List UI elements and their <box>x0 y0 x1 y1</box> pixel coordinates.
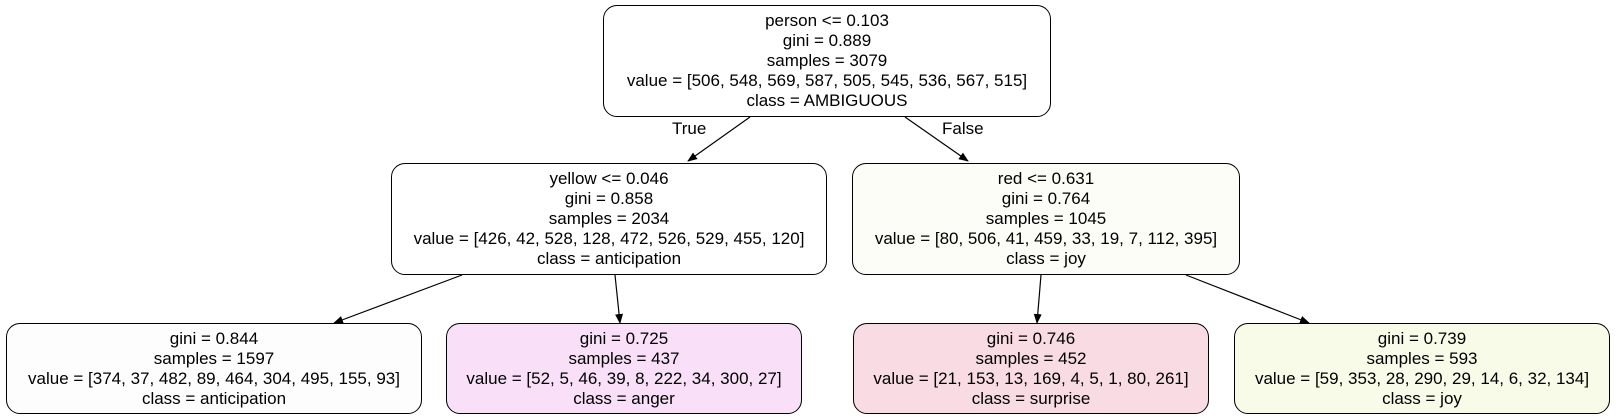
edge-label-true: True <box>672 119 707 138</box>
node-split-condition: yellow <= 0.046 <box>549 169 669 188</box>
node-class: class = anticipation <box>141 388 287 408</box>
node-samples: samples = 3079 <box>766 51 888 70</box>
edge-left-leaf-1 <box>333 274 463 324</box>
tree-node-root: person <= 0.103 gini = 0.889 samples = 3… <box>603 5 1051 117</box>
node-class: class = surprise <box>971 388 1091 408</box>
tree-node-leaf-4: gini = 0.739 samples = 593 value = [59, … <box>1234 323 1610 414</box>
node-gini: gini = 0.889 <box>782 31 872 50</box>
tree-node-leaf-2: gini = 0.725 samples = 437 value = [52, … <box>446 323 802 414</box>
node-class: class = joy <box>1382 388 1462 408</box>
tree-node-leaf-3: gini = 0.746 samples = 452 value = [21, … <box>853 323 1209 414</box>
node-gini: gini = 0.844 <box>169 328 259 348</box>
node-samples: samples = 593 <box>1366 348 1478 368</box>
node-gini: gini = 0.858 <box>564 189 654 208</box>
tree-node-left: yellow <= 0.046 gini = 0.858 samples = 2… <box>391 163 827 275</box>
node-value: value = [80, 506, 41, 459, 33, 19, 7, 11… <box>874 229 1218 248</box>
node-samples: samples = 1045 <box>985 209 1107 228</box>
node-split-condition: red <= 0.631 <box>997 169 1095 188</box>
node-samples: samples = 437 <box>568 348 680 368</box>
node-class: class = anger <box>573 388 675 408</box>
node-gini: gini = 0.739 <box>1377 328 1467 348</box>
node-value: value = [506, 548, 569, 587, 505, 545, 5… <box>626 71 1028 90</box>
node-class: class = joy <box>1006 249 1086 268</box>
edge-label-false: False <box>942 119 984 138</box>
node-value: value = [21, 153, 13, 169, 4, 5, 1, 80, … <box>873 368 1189 388</box>
edge-root-left <box>687 116 751 162</box>
node-value: value = [426, 42, 528, 128, 472, 526, 52… <box>413 229 805 248</box>
node-class: class = anticipation <box>536 249 682 268</box>
node-samples: samples = 452 <box>975 348 1087 368</box>
edge-right-leaf-3 <box>1033 274 1042 324</box>
node-value: value = [52, 5, 46, 39, 8, 222, 34, 300,… <box>466 368 782 388</box>
node-samples: samples = 1597 <box>153 348 275 368</box>
tree-node-right: red <= 0.631 gini = 0.764 samples = 1045… <box>852 163 1240 275</box>
edge-right-leaf-4 <box>1185 274 1310 324</box>
edge-left-leaf-2 <box>614 274 624 324</box>
node-class: class = AMBIGUOUS <box>746 91 908 110</box>
node-value: value = [59, 353, 28, 290, 29, 14, 6, 32… <box>1254 368 1590 388</box>
node-gini: gini = 0.725 <box>579 328 669 348</box>
tree-node-leaf-1: gini = 0.844 samples = 1597 value = [374… <box>6 323 422 414</box>
node-gini: gini = 0.746 <box>986 328 1076 348</box>
node-value: value = [374, 37, 482, 89, 464, 304, 495… <box>28 368 400 388</box>
node-split-condition: person <= 0.103 <box>765 11 889 30</box>
edge-root-right <box>904 116 969 162</box>
node-samples: samples = 2034 <box>548 209 670 228</box>
node-gini: gini = 0.764 <box>1001 189 1091 208</box>
